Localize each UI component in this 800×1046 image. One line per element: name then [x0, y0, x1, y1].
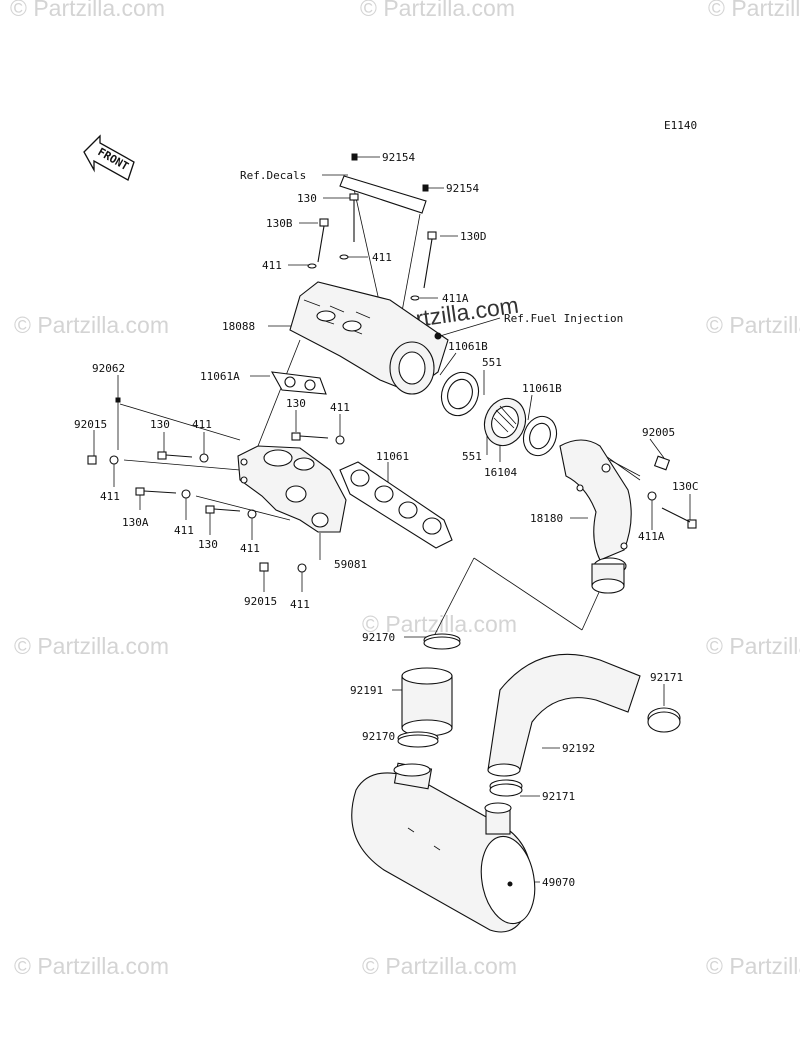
part-exhaust-manifold-lower [237, 445, 347, 533]
label-411: 411 [330, 401, 350, 414]
part-clamps-and-sleeve [397, 633, 461, 748]
watermark-text: © Partzilla.com [14, 953, 169, 979]
part-elbow-pipe-18180 [559, 439, 697, 594]
front-arrow-icon: FRONT [83, 134, 135, 181]
label-411a: 411A [638, 530, 665, 543]
label-130: 130 [297, 192, 317, 205]
watermark-text: © Partzilla.com [362, 953, 517, 979]
label-92154: 92154 [446, 182, 479, 195]
diagram-code: E1140 [664, 119, 697, 132]
label-411: 411 [372, 251, 392, 264]
label-92192: 92192 [562, 742, 595, 755]
label-92170: 92170 [362, 631, 395, 644]
label-11061b: 11061B [522, 382, 562, 395]
label-130: 130 [198, 538, 218, 551]
label-92171: 92171 [542, 790, 575, 803]
label-551: 551 [482, 356, 502, 369]
label-130: 130 [286, 397, 306, 410]
part-bolts-middle [87, 397, 345, 573]
part-labels: 92154 Ref.Decals 130 92154 130B 130D 411… [74, 151, 699, 889]
label-411a: 411A [442, 292, 469, 305]
label-130c: 130C [672, 480, 699, 493]
watermark-text: © Partzilla.com [706, 312, 800, 338]
label-92062: 92062 [92, 362, 125, 375]
label-411: 411 [262, 259, 282, 272]
watermark-text: © Partzilla.com [10, 0, 165, 21]
part-gasket-11061a [270, 371, 327, 395]
part-exhaust-manifold-upper [289, 281, 449, 395]
watermark-text: © Partzilla.com [706, 633, 800, 659]
label-130d: 130D [460, 230, 487, 243]
label-130: 130 [150, 418, 170, 431]
label-49070: 49070 [542, 876, 575, 889]
watermark-text: © Partzilla.com [706, 953, 800, 979]
label-11061: 11061 [376, 450, 409, 463]
part-tail-pipe-92192 [487, 653, 681, 797]
part-decal-strip [339, 175, 427, 214]
label-411: 411 [240, 542, 260, 555]
label-130b: 130B [266, 217, 293, 230]
label-92191: 92191 [350, 684, 383, 697]
watermark-text: © Partzilla.com [14, 312, 169, 338]
label-92171: 92171 [650, 671, 683, 684]
label-18180: 18180 [530, 512, 563, 525]
label-ref-decals: Ref.Decals [240, 169, 306, 182]
label-411: 411 [290, 598, 310, 611]
label-16104: 16104 [484, 466, 517, 479]
part-bolts-top [307, 153, 437, 301]
label-11061b: 11061B [448, 340, 488, 353]
watermark-text: © Partzilla.com [708, 0, 800, 21]
watermark-text: © Partzilla.com [14, 633, 169, 659]
label-59081: 59081 [334, 558, 367, 571]
label-92015: 92015 [244, 595, 277, 608]
label-ref-fuel-injection: Ref.Fuel Injection [504, 312, 623, 325]
label-11061a: 11061A [200, 370, 240, 383]
label-18088: 18088 [222, 320, 255, 333]
label-92005: 92005 [642, 426, 675, 439]
watermark-text: © Partzilla.com [362, 611, 517, 637]
label-92154: 92154 [382, 151, 415, 164]
label-551: 551 [462, 450, 482, 463]
label-92015: 92015 [74, 418, 107, 431]
part-muffler-49070 [351, 762, 536, 933]
part-gasket-11061 [339, 461, 453, 549]
label-130a: 130A [122, 516, 149, 529]
label-92170: 92170 [362, 730, 395, 743]
label-411: 411 [174, 524, 194, 537]
watermark-text: © Partzilla.com [360, 0, 515, 21]
part-flange-gaskets [440, 371, 558, 457]
label-411: 411 [100, 490, 120, 503]
label-411: 411 [192, 418, 212, 431]
